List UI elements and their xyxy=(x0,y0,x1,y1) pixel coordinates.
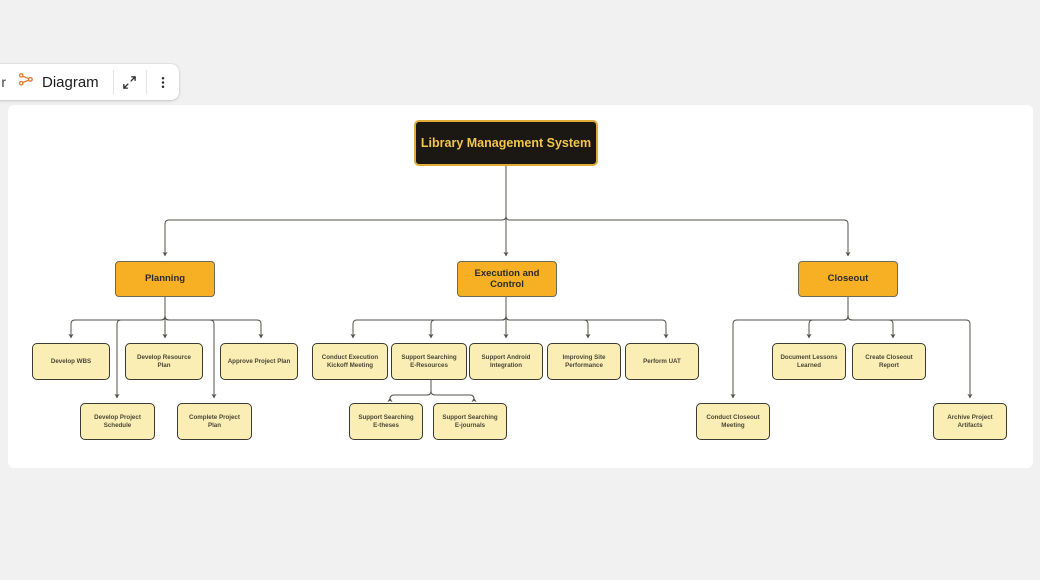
diagram-node-p1[interactable]: Develop WBS xyxy=(32,343,110,380)
edge-planning-p1 xyxy=(68,297,166,339)
edge-execution-e1 xyxy=(350,297,507,339)
node-graph-icon xyxy=(18,72,34,93)
edge-planning-p5 xyxy=(164,297,217,399)
diagram-node-label: Perform UAT xyxy=(643,357,681,365)
diagram-node-label: Closeout xyxy=(827,273,869,285)
diagram-toolbar: r Diagram xyxy=(0,64,179,100)
edge-execution-e4 xyxy=(505,297,591,339)
diagram-node-planning[interactable]: Planning xyxy=(115,261,215,297)
tab-diagram-label: Diagram xyxy=(42,73,99,91)
diagram-node-label: Approve Project Plan xyxy=(227,357,291,365)
edge-closeout-c1 xyxy=(806,297,849,339)
more-vertical-icon xyxy=(156,75,170,90)
diagram-node-e5[interactable]: Perform UAT xyxy=(625,343,699,380)
diagram-node-p3[interactable]: Approve Project Plan xyxy=(220,343,298,380)
connector-layer xyxy=(68,166,973,403)
diagram-node-closeout[interactable]: Closeout xyxy=(798,261,898,297)
toolbar-divider-2 xyxy=(145,70,147,94)
expand-button[interactable] xyxy=(114,64,146,100)
edge-closeout-c2 xyxy=(847,297,896,339)
edge-execution-e2 xyxy=(428,297,507,339)
toolbar-truncated-text: r xyxy=(1,74,6,90)
edge-root-to-planning xyxy=(162,166,507,257)
diagram-node-label: Develop WBS xyxy=(50,357,92,365)
toolbar-divider-1 xyxy=(112,70,114,94)
edge-planning-p3 xyxy=(164,297,264,339)
edge-e2-e7 xyxy=(430,377,477,403)
diagram-node-label: Library Management System xyxy=(420,135,592,150)
edge-e2-e6 xyxy=(387,377,432,403)
diagram-node-label: Planning xyxy=(144,273,186,285)
expand-arrows-icon xyxy=(122,75,137,90)
edge-closeout-c4 xyxy=(847,297,973,399)
edge-execution-e5 xyxy=(505,297,669,339)
tab-diagram[interactable]: Diagram xyxy=(8,64,113,100)
more-options-button[interactable] xyxy=(147,64,179,100)
diagram-node-root[interactable]: Library Management System xyxy=(414,120,598,166)
edge-root-to-closeout xyxy=(505,166,851,257)
